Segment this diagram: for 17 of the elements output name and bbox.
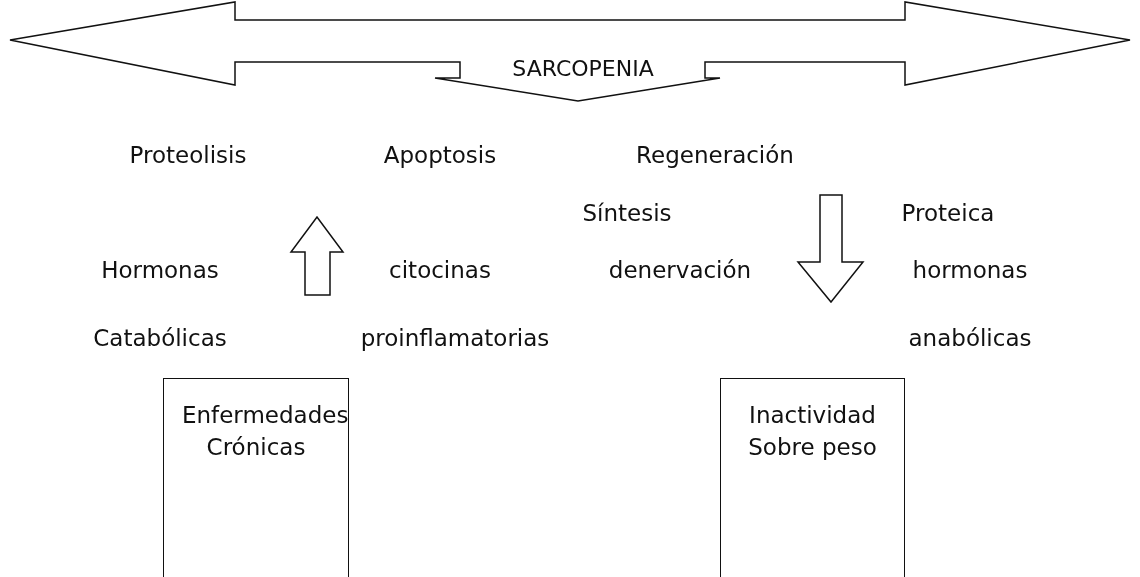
- term-label: citocinas: [389, 257, 491, 283]
- box-text: Enfermedades Crónicas: [181, 401, 348, 462]
- term-label: Proteolisis: [129, 142, 247, 168]
- term-label: anabólicas: [908, 325, 1032, 351]
- term-label: Proteica: [901, 200, 995, 226]
- banner-title: SARCOPENIA: [512, 55, 654, 81]
- term-label: Regeneración: [636, 142, 794, 168]
- term-label: denervación: [608, 257, 752, 283]
- box-text: Inactividad Sobre peso: [747, 401, 878, 462]
- term-label: Hormonas: [101, 257, 219, 283]
- term-label: Catabólicas: [93, 325, 227, 351]
- term-label: Síntesis: [582, 200, 672, 226]
- cause-box: [720, 378, 905, 577]
- cause-box: [163, 378, 349, 577]
- term-label: Apoptosis: [383, 142, 497, 168]
- term-label: hormonas: [912, 257, 1028, 283]
- term-label: proinflamatorias: [360, 325, 550, 351]
